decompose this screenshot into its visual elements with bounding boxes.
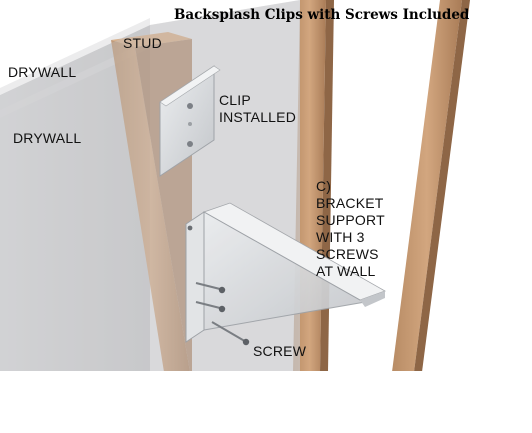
screw-head-3 [242,338,250,346]
drywall-top-edge [0,18,150,95]
bracket-screws [187,225,250,346]
drywall-label-bottom: DRYWALL [13,130,82,146]
stud-right-far [392,0,462,372]
bracket [185,202,386,343]
clip-installed-label: CLIP INSTALLED [219,92,297,125]
clip-rivet [188,122,192,126]
drywall-label-top: DRYWALL [8,64,77,80]
screw-head-4 [187,225,193,231]
clip [159,65,221,177]
clip-screw-top [187,103,193,109]
screw-head-1 [218,286,226,294]
drywall-left-band [0,40,150,118]
diagram-title: Backsplash Clips with Screws Included [174,7,470,23]
screw-head-2 [218,305,226,313]
stud-right-far-side [414,0,470,372]
clip-flange [159,65,221,107]
screw-label: SCREW [253,343,307,359]
bracket-wall-plate [185,211,205,343]
bracket-support-label: C) BRACKET SUPPORT WITH 3 SCREWS AT WALL [316,178,385,279]
drywall-face [0,25,150,372]
stud-front-face [111,40,190,372]
stud-front-top [111,32,192,47]
stud-label: STUD [123,35,162,51]
screw-shaft-3 [211,321,249,344]
bracket-edge [360,291,385,307]
clip-screw-bottom [187,141,193,147]
